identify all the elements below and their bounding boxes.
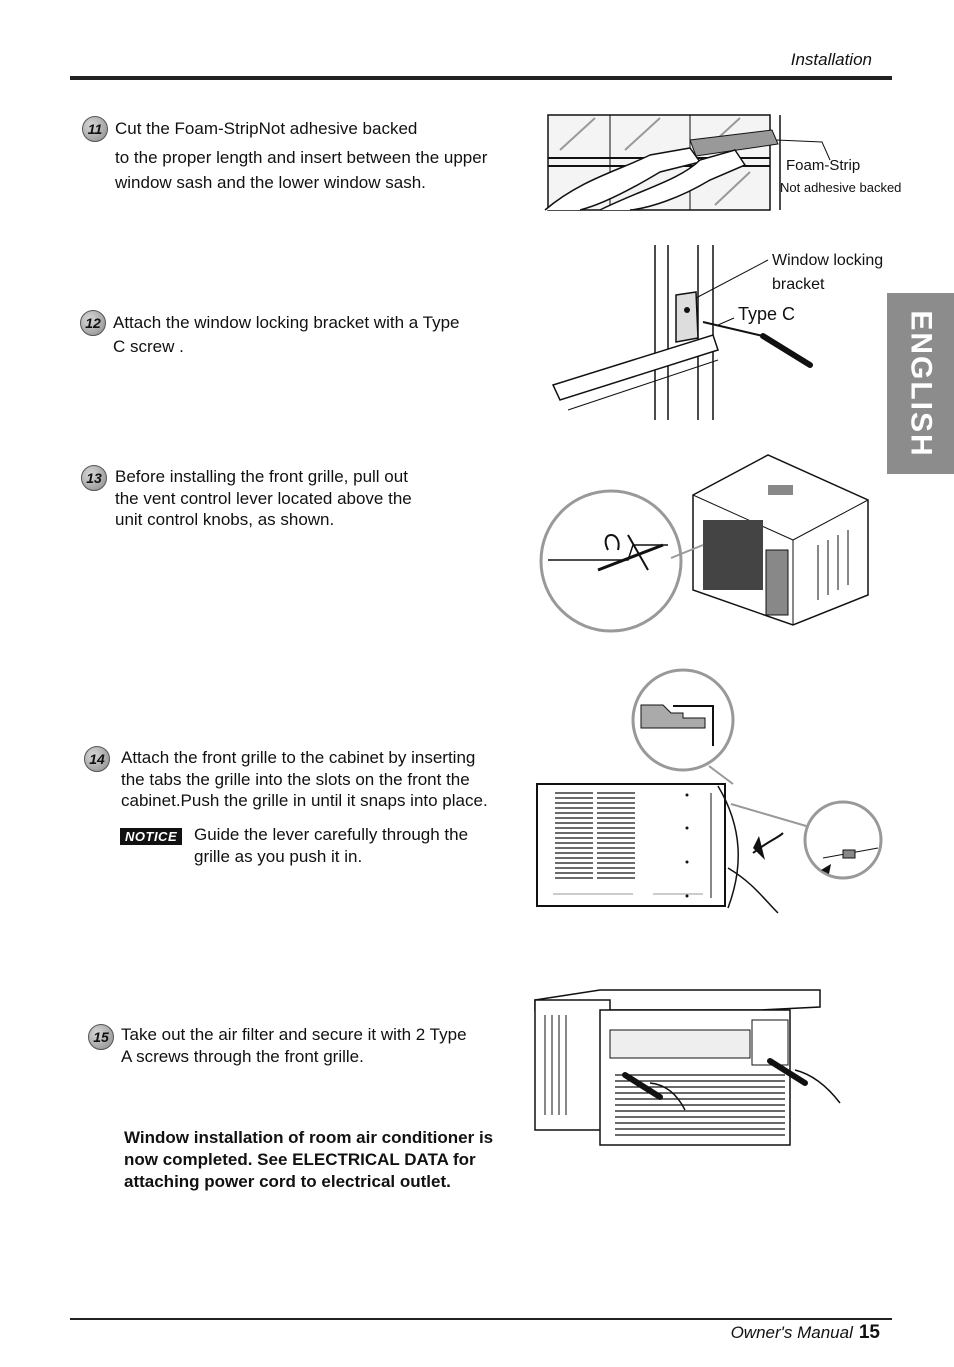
notice-badge: NOTICE [120, 828, 183, 845]
step-13-line: unit control knobs, as shown. [115, 510, 335, 529]
notice-line: Guide the lever carefully through the [194, 825, 469, 844]
language-tab: ENGLISH [887, 293, 954, 474]
step-number-15: 15 [88, 1024, 114, 1050]
step-12-text: Attach the window locking bracket with a… [113, 312, 459, 357]
step-11-line: window sash and the lower window sash. [115, 173, 426, 192]
notice-text: Guide the lever carefully through the gr… [194, 824, 468, 867]
vent-lever-illustration [539, 454, 869, 633]
bracket-label: bracket [772, 276, 825, 293]
step-12-line: Attach the window locking bracket with a… [113, 313, 460, 332]
front-grille-illustration [536, 668, 883, 914]
window-locking-label: Window locking [772, 252, 883, 269]
footer: Owner's Manual 15 [731, 1322, 880, 1344]
language-tab-label: ENGLISH [904, 309, 938, 458]
notice-line: grille as you push it in. [194, 846, 363, 866]
type-c-label: Type C [738, 304, 795, 324]
section-title: Installation [790, 50, 872, 69]
page-number: 15 [858, 1322, 880, 1343]
step-14-line: cabinet.Push the grille in until it snap… [121, 791, 488, 810]
step-number-11: 11 [82, 116, 108, 142]
step-number-12: 12 [80, 310, 106, 336]
step-11-text: Cut the Foam-StripNot adhesive backed to… [115, 118, 487, 194]
step-14-text: Attach the front grille to the cabinet b… [121, 747, 488, 812]
step-13-line: the vent control lever located above the [115, 488, 412, 508]
locking-bracket-illustration: Window locking bracket Type C [551, 245, 883, 420]
step-11-line: Cut the Foam-StripNot adhesive backed [115, 119, 418, 138]
foam-strip-label: Foam-Strip [786, 157, 860, 174]
step-13-line: Before installing the front grille, pull… [115, 467, 408, 486]
step-15-line: A screws through the front grille. [121, 1046, 364, 1066]
step-number-13: 13 [81, 465, 107, 491]
footer-rule [70, 1318, 892, 1320]
step-11-line: to the proper length and insert between … [115, 147, 488, 167]
step-15-text: Take out the air filter and secure it wi… [121, 1024, 467, 1067]
header-rule [70, 76, 892, 80]
step-14-line: Attach the front grille to the cabinet b… [121, 748, 476, 767]
step-12-line: C screw . [113, 336, 184, 356]
completion-note: Window installation of room air conditio… [124, 1128, 494, 1191]
step-15-line: Take out the air filter and secure it wi… [121, 1025, 467, 1044]
manual-title: Owner's Manual [730, 1323, 853, 1342]
foam-strip-illustration: Foam-Strip Not adhesive backed [544, 114, 901, 211]
air-filter-screws-illustration [534, 989, 841, 1146]
step-14-line: the tabs the grille into the slots on th… [121, 769, 470, 789]
step-13-text: Before installing the front grille, pull… [115, 466, 412, 531]
step-number-14: 14 [84, 746, 110, 772]
not-adhesive-label: Not adhesive backed [780, 180, 901, 195]
